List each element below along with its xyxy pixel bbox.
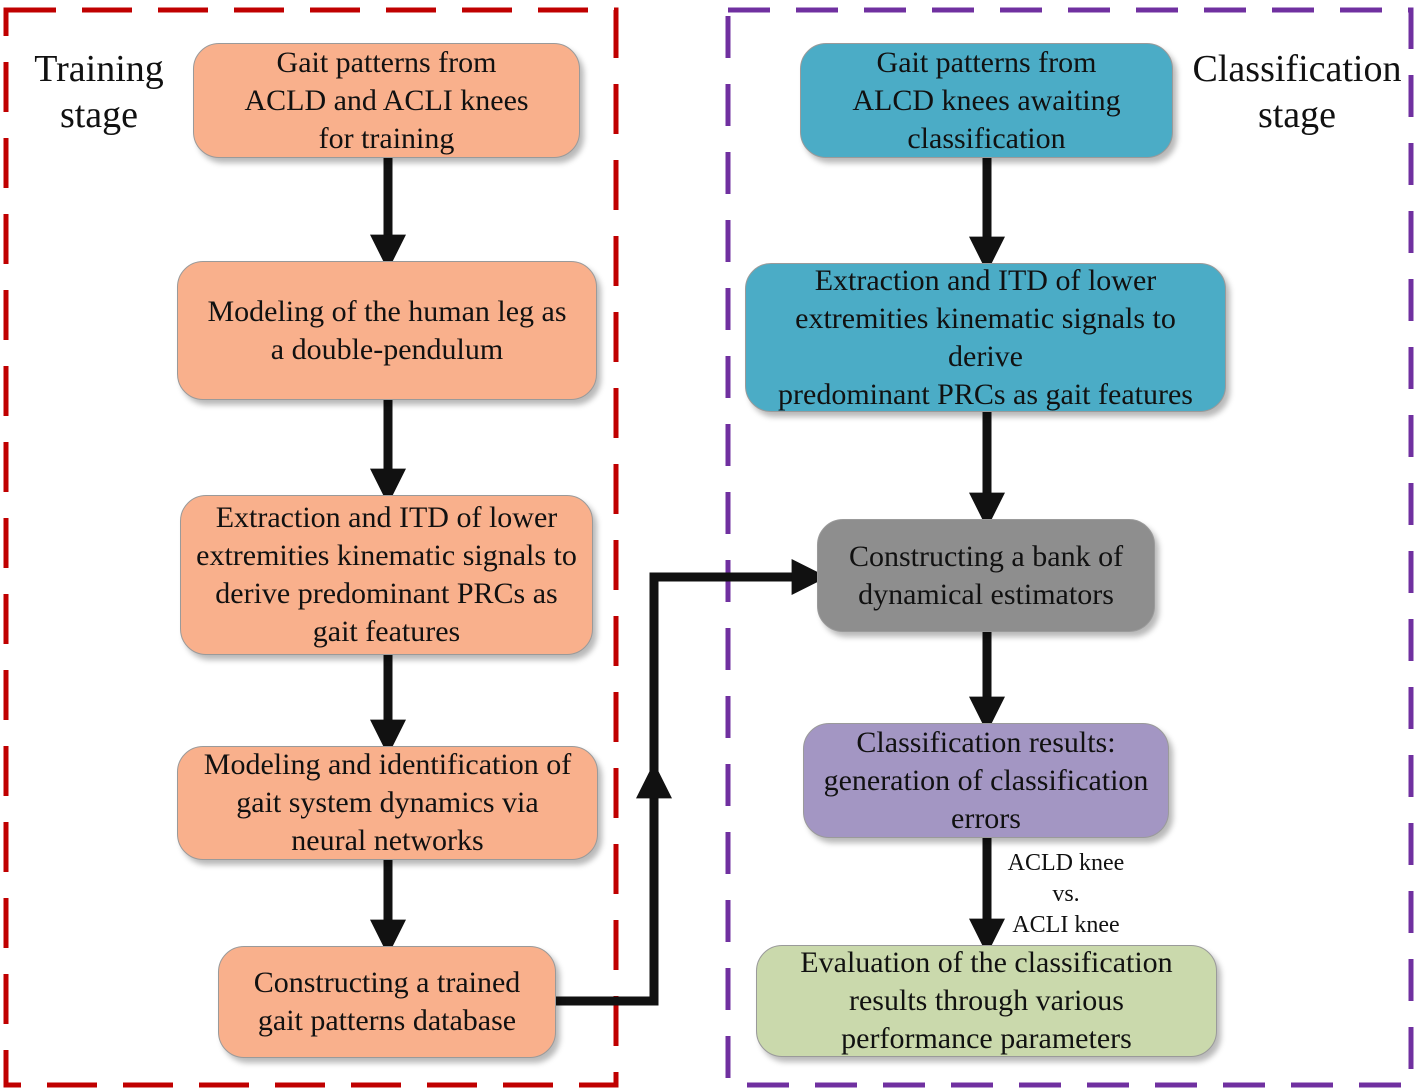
training-step-leg-model-text: Modeling of the human leg as a double-pe… [207, 294, 567, 366]
training-step-feature-extraction-text: Extraction and ITD of lower extremities … [196, 501, 577, 648]
training-stage-frame [3, 7, 619, 1088]
classification-stage-frame [725, 7, 1414, 1088]
training-step-feature-extraction: Extraction and ITD of lower extremities … [180, 495, 593, 655]
classification-step-gait-patterns-text: Gait patterns from ALCD knees awaiting c… [852, 45, 1121, 155]
comparison-edge-label: ACLD knee vs. ACLI knee [1007, 850, 1125, 938]
training-step-database-text: Constructing a trained gait patterns dat… [253, 966, 521, 1037]
connector-database-to-classification-part2 [649, 559, 828, 775]
classification-stage-label: Classification stage [1192, 48, 1402, 136]
training-step-leg-model: Modeling of the human leg as a double-pe… [177, 261, 597, 400]
training-stage-label: Training stage [34, 48, 164, 136]
classification-step-evaluation-text: Evaluation of the classification results… [800, 946, 1173, 1055]
training-step-dynamics-identification: Modeling and identification of gait syst… [177, 746, 598, 860]
classification-step-estimator-bank: Constructing a bank of dynamical estimat… [817, 519, 1155, 632]
training-step-gait-patterns: Gait patterns from ACLD and ACLI knees f… [193, 43, 580, 158]
classification-step-gait-patterns: Gait patterns from ALCD knees awaiting c… [800, 43, 1173, 158]
classification-step-feature-extraction-text: Extraction and ITD of lower extremities … [778, 263, 1193, 411]
training-step-database: Constructing a trained gait patterns dat… [218, 946, 556, 1058]
training-step-gait-patterns-text: Gait patterns from ACLD and ACLI knees f… [244, 45, 529, 155]
training-step-dynamics-identification-text: Modeling and identification of gait syst… [203, 748, 572, 857]
classification-step-feature-extraction: Extraction and ITD of lower extremities … [745, 263, 1226, 412]
classification-step-estimator-bank-text: Constructing a bank of dynamical estimat… [848, 539, 1124, 611]
connector-database-to-classification-part1 [555, 762, 672, 1006]
classification-step-results-text: Classification results: generation of cl… [823, 725, 1149, 835]
classification-step-results: Classification results: generation of cl… [803, 723, 1169, 838]
classification-step-evaluation: Evaluation of the classification results… [756, 945, 1217, 1057]
